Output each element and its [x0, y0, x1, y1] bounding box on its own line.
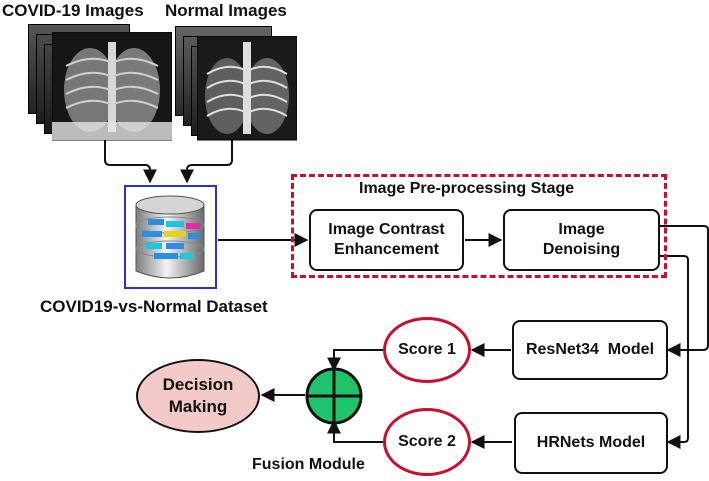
covid-images-label: COVID-19 Images: [2, 1, 144, 20]
denoising-box: Image Denoising: [503, 209, 660, 271]
fusion-module-label: Fusion Module: [252, 456, 365, 473]
normal-xray-stack: [175, 26, 300, 144]
score2-oval: Score 2: [383, 408, 471, 476]
normal-images-label: Normal Images: [165, 1, 287, 20]
score1-oval: Score 1: [383, 317, 471, 383]
decision-line2: Making: [168, 397, 228, 416]
normal-chest-xray-image: [197, 36, 297, 141]
contrast-line1: Image Contrast: [328, 221, 445, 238]
hrnets-model-box: HRNets Model: [514, 412, 668, 474]
covid-xray-stack: [28, 24, 172, 141]
fusion-sum-icon: [305, 367, 363, 425]
preprocessing-stage-frame: [291, 174, 667, 278]
dataset-database-box: [124, 185, 217, 289]
database-icon: [135, 195, 205, 279]
arrow-denoising-to-resnet: [660, 225, 709, 357]
denoising-line1: Image: [558, 221, 605, 238]
arrow-score1-to-fusion: [327, 349, 383, 372]
contrast-enhancement-box: Image Contrast Enhancement: [309, 209, 464, 271]
decision-line1: Decision: [162, 375, 234, 394]
arrow-denoising-to-hrnets: [660, 255, 689, 449]
denoising-line2: Denoising: [542, 241, 621, 258]
preprocessing-stage-title: Image Pre-processing Stage: [359, 180, 575, 197]
arrow-score2-to-fusion: [327, 419, 383, 443]
arrow-normal-to-dataset: [180, 140, 233, 184]
dataset-label: COVID19-vs-Normal Dataset: [40, 297, 268, 316]
arrow-covid-to-dataset: [104, 140, 157, 184]
decision-making-oval: Decision Making: [136, 359, 260, 433]
resnet34-model-box: ResNet34 Model: [512, 320, 668, 380]
covid-chest-xray-image: [52, 32, 172, 141]
contrast-line2: Enhancement: [334, 241, 439, 258]
